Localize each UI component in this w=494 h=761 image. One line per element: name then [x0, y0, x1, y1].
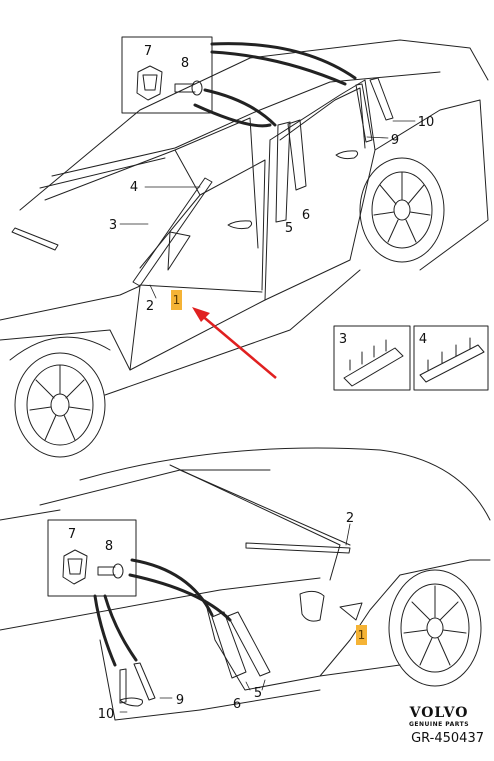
clip-inset-3: [333, 325, 411, 391]
top-callout-labels: 7 8 4 3 2 5 6 9 10: [109, 44, 434, 314]
svg-text:1: 1: [358, 628, 366, 642]
callout-2-bottom: 2: [346, 511, 354, 526]
red-pointer-arrow: [192, 307, 277, 379]
callout-6: 6: [302, 208, 310, 223]
top-leader-arrows: [193, 42, 357, 128]
inset-label-4: 4: [419, 332, 427, 347]
callout-8: 8: [181, 56, 189, 71]
volvo-brand: VOLVO GENUINE PARTS: [394, 706, 484, 729]
callout-10: 10: [418, 115, 435, 130]
callout-2: 2: [146, 299, 154, 314]
svg-text:1: 1: [173, 293, 181, 307]
bottom-fastener-inset: [47, 519, 137, 597]
top-car-illustration: [0, 39, 489, 458]
highlight-callout-1-bottom: 1: [356, 625, 367, 645]
callout-7: 7: [144, 44, 152, 59]
bottom-callout-labels: 7 8 2 6 5 9 10: [68, 511, 354, 722]
callout-9-bottom: 9: [176, 693, 184, 708]
callout-7-bottom: 7: [68, 527, 76, 542]
callout-3: 3: [109, 218, 117, 233]
callout-9: 9: [391, 133, 399, 148]
callout-6-bottom: 6: [233, 697, 241, 712]
bottom-callout-leaders: [119, 523, 351, 713]
bottom-car-illustration: [0, 447, 491, 721]
brand-subtitle: GENUINE PARTS: [408, 721, 470, 728]
callout-10-bottom: 10: [98, 707, 115, 722]
callout-4: 4: [130, 180, 138, 195]
highlight-callout-1-top: 1: [171, 290, 182, 310]
callout-5-bottom: 5: [254, 686, 262, 701]
callout-8-bottom: 8: [105, 539, 113, 554]
callout-5: 5: [285, 221, 293, 236]
inset-label-3: 3: [339, 332, 347, 347]
diagram-reference: GR-450437: [411, 731, 484, 746]
clip-inset-4: [413, 325, 489, 391]
top-fastener-inset: [121, 36, 213, 114]
bottom-leader-arrows: [93, 558, 232, 667]
top-callout-leaders: [119, 120, 416, 299]
brand-logo: VOLVO: [409, 705, 469, 721]
